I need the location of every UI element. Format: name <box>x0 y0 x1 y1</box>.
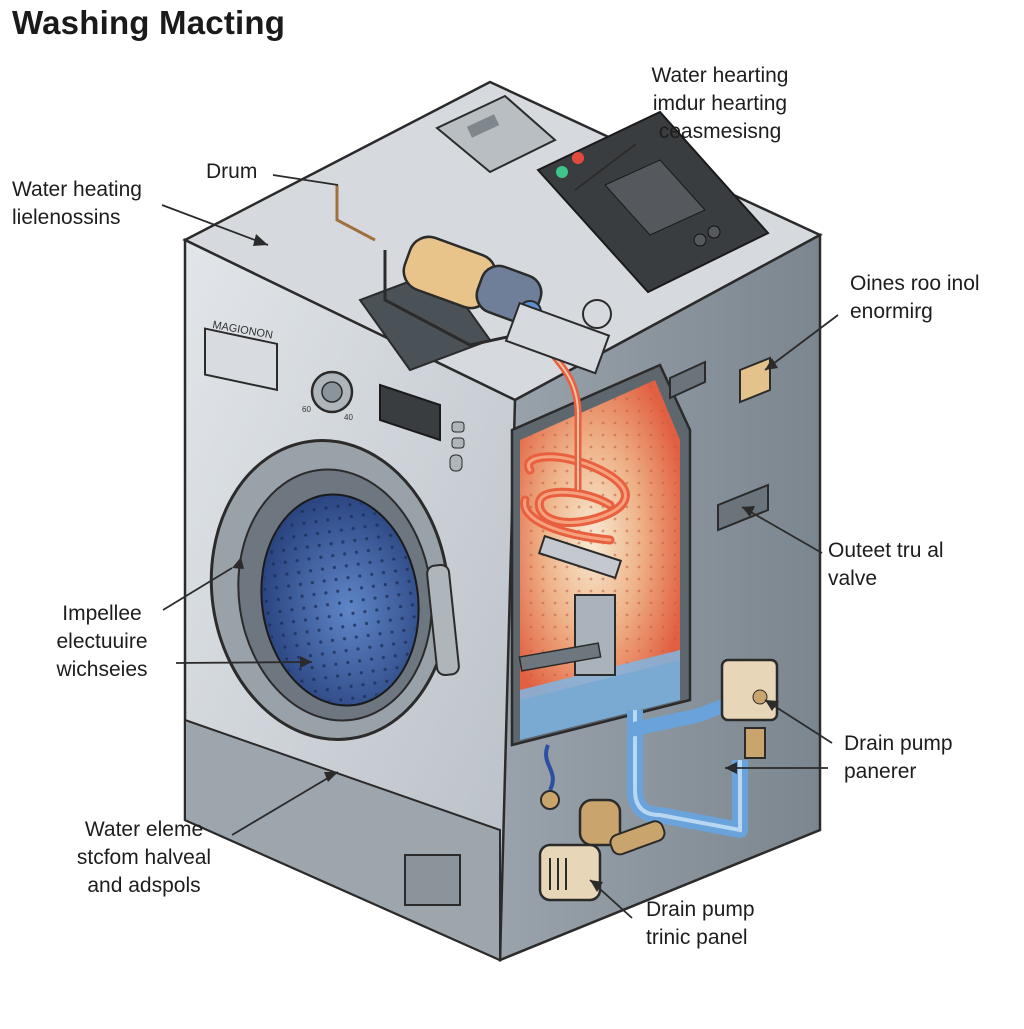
drum-perforation <box>263 496 417 704</box>
leader-impeller-2 <box>175 661 313 664</box>
green-indicator-icon <box>556 166 568 178</box>
brass-pipe <box>609 820 666 856</box>
arrow-icon <box>324 772 338 782</box>
label-line: Impellee <box>62 602 142 625</box>
water-basin <box>520 650 680 740</box>
label-line: Drain pump <box>844 732 953 755</box>
arrow-icon <box>765 358 778 370</box>
panel-display <box>604 159 706 236</box>
label-line: electuuire <box>56 630 148 653</box>
front-button-icon <box>451 421 465 433</box>
filter-hatch <box>404 854 461 906</box>
label-line: Drum <box>206 160 258 183</box>
label-water-element: Water eleme stcfom halveal and adspols <box>52 816 236 900</box>
leader-drum <box>272 174 339 186</box>
arrow-icon <box>765 700 779 711</box>
label-line: wichseies <box>56 658 148 681</box>
leader-outlet <box>741 506 823 554</box>
label-outlet: Outeet tru al valve <box>828 537 944 593</box>
dial-mark: 40 <box>344 413 353 422</box>
arrow-icon <box>742 506 755 517</box>
arrow-icon <box>300 656 312 668</box>
panel-button-icon <box>707 225 721 239</box>
front-display <box>379 383 441 442</box>
program-dial-center-icon <box>321 381 343 403</box>
valve-knob-icon <box>540 790 560 810</box>
drain-pipe-link <box>628 698 728 737</box>
valve-block <box>574 594 616 676</box>
label-line: panerer <box>844 760 917 783</box>
heating-element-core <box>523 455 627 542</box>
inlet-valve-body <box>538 843 602 902</box>
drain-pipe-highlight <box>633 710 742 833</box>
leader-water-hearting-top <box>574 143 637 191</box>
label-line: Water eleme <box>84 818 204 841</box>
mount-plate <box>504 301 611 375</box>
leader-water-element <box>231 771 339 836</box>
front-button-icon <box>451 437 465 449</box>
drain-pump-port-icon <box>752 689 768 705</box>
label-oines: Oines roo inol enormirg <box>850 270 980 326</box>
top-slot-handle <box>466 114 500 138</box>
label-line: stcfom halveal <box>76 846 212 869</box>
inlet-hose <box>544 744 555 791</box>
label-drain-pump-right: Drain pump panerer <box>844 730 953 786</box>
brass-elbow <box>578 798 622 847</box>
label-drain-pump-bottom: Drain pump trinic panel <box>646 896 755 952</box>
label-line: Water hearting <box>651 64 789 87</box>
detergent-drawer <box>204 327 278 392</box>
door-handle <box>426 563 460 677</box>
label-line: imdur hearting <box>652 92 788 115</box>
label-line: lielenossins <box>12 206 121 229</box>
label-line: ceasmesisng <box>658 120 782 143</box>
drain-pump-box <box>720 658 779 722</box>
arrow-icon <box>232 557 244 569</box>
leader-drain-right-1 <box>764 699 833 744</box>
label-line: and adspols <box>87 874 201 897</box>
motor-shaft <box>518 642 602 672</box>
leader-oines <box>764 314 839 371</box>
arrow-icon <box>253 234 268 246</box>
top-slot <box>435 94 557 174</box>
drain-pump-fitting <box>744 727 766 759</box>
label-line: Drain pump <box>646 898 755 921</box>
side-vent <box>669 360 706 400</box>
label-water-hearting-top: Water hearting imdur hearting ceasmesisn… <box>630 62 810 146</box>
leader-arrowheads <box>232 234 779 892</box>
arrow-icon <box>725 762 737 774</box>
label-drum: Drum <box>206 158 257 186</box>
label-line: valve <box>828 567 878 590</box>
label-impeller: Impellee electuuire wichseies <box>36 600 168 684</box>
panel-button-icon <box>693 233 707 247</box>
label-line: Oines roo inol <box>850 272 980 295</box>
label-line: Outeet tru al <box>828 539 944 562</box>
side-tab <box>739 356 771 404</box>
diagram-title: Washing Macting <box>12 4 286 41</box>
valve-bar <box>537 534 623 580</box>
front-button-icon <box>449 454 463 472</box>
label-water-heating-left: Water heating lielenossins <box>12 176 142 232</box>
arrow-icon <box>590 880 603 892</box>
label-line: Water heating <box>12 178 142 201</box>
red-indicator-icon <box>572 152 584 164</box>
dial-mark: 60 <box>302 405 311 414</box>
hose-wire <box>335 185 376 242</box>
label-line: enormirg <box>850 300 933 323</box>
label-line: trinic panel <box>646 926 748 949</box>
leader-impeller-1 <box>162 567 233 611</box>
leader-water-heating-left <box>161 204 269 246</box>
vent-fan-icon <box>582 299 612 329</box>
